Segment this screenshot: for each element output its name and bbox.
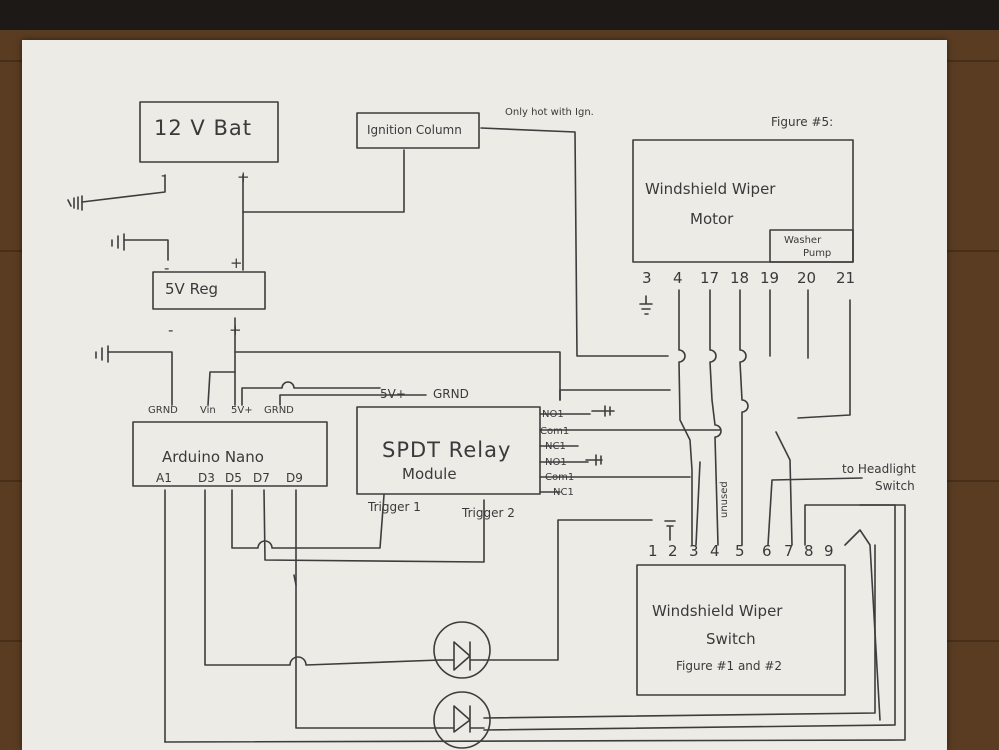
- motor-pin: 3: [642, 269, 652, 287]
- relay-label-line2: Module: [402, 465, 457, 483]
- arduino-pin-grnd: GRND: [148, 405, 178, 416]
- motor-box: [632, 139, 854, 263]
- motor-pin: 20: [797, 269, 817, 287]
- battery-pos-terminal: +: [237, 168, 250, 186]
- washer-pump-label-line1: Washer: [784, 235, 822, 246]
- arduino-pin-d3: D3: [198, 471, 215, 485]
- battery-label: 12 V Bat: [154, 116, 252, 140]
- ignition-note: Only hot with Ign.: [505, 107, 594, 118]
- relay-trigger2: Trigger 2: [462, 506, 515, 520]
- battery-box: [139, 101, 279, 163]
- ignition-box: [356, 112, 480, 149]
- diode-circle: [433, 691, 491, 749]
- battery-neg-terminal: -: [161, 166, 167, 184]
- motor-label-line2: Motor: [690, 210, 734, 228]
- motor-pin: 21: [836, 269, 856, 287]
- washer-pump-label-line2: Pump: [803, 248, 832, 259]
- relay-label-line1: SPDT Relay: [382, 438, 512, 462]
- arduino-box: [132, 421, 328, 487]
- relay-contact: NO1: [545, 457, 567, 468]
- headlight-label-line2: Switch: [875, 479, 915, 493]
- ground-symbol: [67, 195, 83, 211]
- switch-pin: 8: [804, 542, 814, 560]
- motor-pin: 19: [760, 269, 780, 287]
- motor-pin: 18: [730, 269, 750, 287]
- headlight-label-line1: to Headlight: [842, 462, 916, 476]
- ground-symbol: [591, 405, 615, 417]
- ignition-label: Ignition Column: [367, 123, 462, 137]
- switch-label-line1: Windshield Wiper: [652, 602, 783, 620]
- regulator-neg-in: -: [164, 259, 170, 277]
- motor-pin: 4: [673, 269, 683, 287]
- table-top-edge: [0, 0, 999, 30]
- regulator-neg-out: -: [168, 321, 174, 339]
- relay-trigger1: Trigger 1: [368, 500, 421, 514]
- switch-pin: 9: [824, 542, 834, 560]
- regulator-pos-out: +: [229, 321, 242, 339]
- switch-pin: 3: [689, 542, 699, 560]
- diode-symbol: [439, 705, 485, 733]
- washer-pump-box: [769, 229, 854, 263]
- ground-symbol: [95, 345, 109, 363]
- arduino-pin-d9: D9: [286, 471, 303, 485]
- relay-contact: Com1: [545, 472, 575, 483]
- arduino-label: Arduino Nano: [162, 448, 264, 466]
- ground-symbol: [111, 233, 125, 251]
- switch-pin: 2: [668, 542, 678, 560]
- arduino-pin-vin: Vin: [200, 405, 216, 416]
- regulator-box: [152, 271, 266, 310]
- relay-supply-gnd: GRND: [433, 387, 469, 401]
- relay-contact: NC1: [545, 441, 566, 452]
- paper-sheet: [22, 40, 947, 750]
- switch-pin: 7: [784, 542, 794, 560]
- ground-symbol: [639, 295, 653, 315]
- switch-pin: 4: [710, 542, 720, 560]
- ground-symbol: [664, 520, 676, 541]
- switch-figure-label: Figure #1 and #2: [676, 659, 783, 673]
- motor-label-line1: Windshield Wiper: [645, 180, 776, 198]
- switch-pin: 6: [762, 542, 772, 560]
- arduino-pin-5v: 5V+: [231, 405, 253, 416]
- motor-pin: 17: [700, 269, 720, 287]
- ground-symbol: [585, 454, 603, 466]
- arduino-pin-d5: D5: [225, 471, 242, 485]
- switch-pin: 5: [735, 542, 745, 560]
- diode-symbol: [439, 641, 485, 671]
- relay-contact: Com1: [540, 426, 570, 437]
- regulator-pos-in: +: [230, 254, 243, 272]
- diode-circle: [433, 621, 491, 679]
- arduino-pin-grnd: GRND: [264, 405, 294, 416]
- arduino-pin-a1: A1: [156, 471, 172, 485]
- switch-label-line2: Switch: [706, 630, 756, 648]
- regulator-label: 5V Reg: [165, 280, 219, 298]
- switch-pin: 1: [648, 542, 658, 560]
- switch-box: [636, 564, 846, 696]
- switch-unused-note: unused: [719, 481, 730, 518]
- relay-contact: NC1: [553, 487, 574, 498]
- relay-supply-pos: 5V+: [380, 387, 406, 401]
- arduino-pin-d7: D7: [253, 471, 270, 485]
- motor-figure-label: Figure #5:: [771, 115, 834, 129]
- relay-box: [356, 406, 541, 495]
- relay-contact: NO1: [542, 409, 564, 420]
